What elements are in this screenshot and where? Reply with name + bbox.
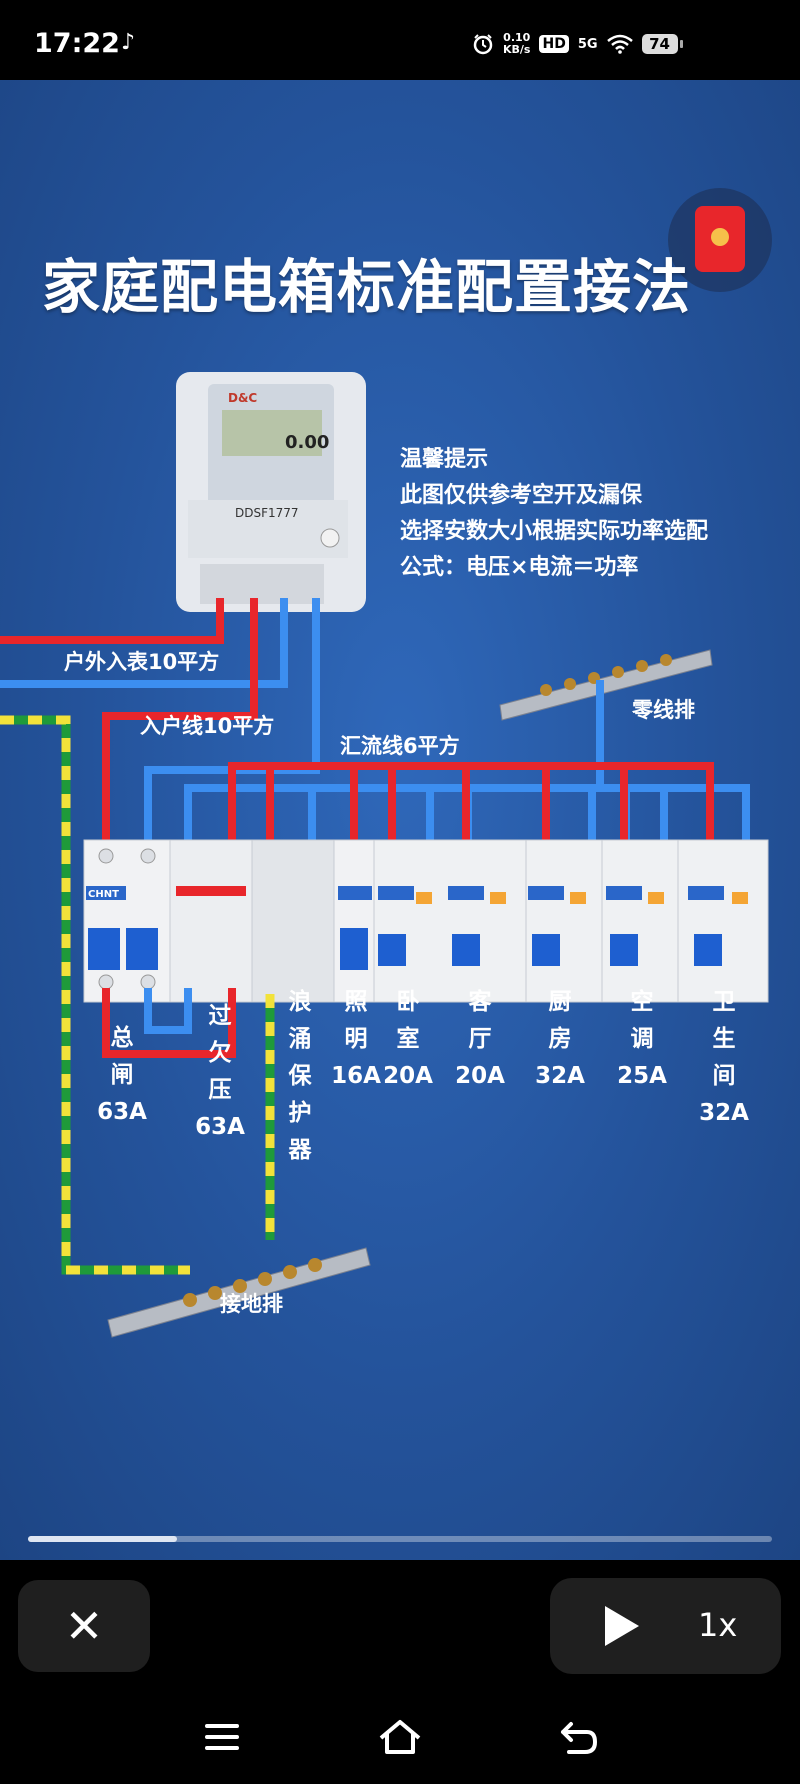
breaker-name: 卧室 [396, 989, 420, 1052]
meter-reading: 0.00 [285, 432, 329, 453]
close-icon: ✕ [64, 1599, 104, 1653]
speed-button[interactable]: 1x [698, 1606, 738, 1644]
tip-line: 公式：电压×电流＝功率 [400, 555, 639, 580]
status-time: 17:22 [34, 28, 120, 59]
tips-block: 温馨提示 此图仅供参考空开及漏保 选择安数大小根据实际功率选配 公式：电压×电流… [400, 442, 708, 586]
wiring-diagram: D&C 0.00 DDSF1777 [0, 372, 769, 1338]
red-envelope-icon[interactable] [668, 188, 772, 292]
breaker-label-living: 客厅 20A [452, 984, 508, 1095]
breaker-label-lighting: 照明 16A [328, 984, 384, 1095]
breaker-label-main: 总闸 63A [94, 1020, 150, 1131]
tip-line: 温馨提示 [400, 447, 489, 472]
breaker-rating: 25A [617, 1063, 667, 1089]
ground-bar [107, 1247, 371, 1338]
breaker-name: 总闸 [110, 1025, 134, 1088]
play-icon[interactable] [605, 1606, 639, 1646]
red-envelope-card [695, 206, 745, 272]
navigation-bar [0, 1690, 800, 1784]
breaker-name: 照明 [344, 989, 368, 1052]
breaker-rating: 63A [97, 1099, 147, 1125]
breaker-rating: 16A [331, 1063, 381, 1089]
breaker-brand-label: CHNT [88, 889, 119, 900]
breaker-name: 客厅 [468, 989, 492, 1052]
home-icon[interactable] [375, 1712, 425, 1762]
neutral-bar-label: 零线排 [632, 698, 695, 722]
tip-line: 选择安数大小根据实际功率选配 [400, 519, 709, 544]
breaker-label-kitchen: 厨房 32A [532, 984, 588, 1095]
ground-bar-label: 接地排 [220, 1292, 283, 1316]
outdoor-meter-label: 户外入表10平方 [64, 650, 220, 674]
breaker-rating: 20A [455, 1063, 505, 1089]
playback-controls: 1x [550, 1578, 781, 1674]
battery-indicator: 74 [641, 34, 683, 54]
breaker-rating: 32A [535, 1063, 585, 1089]
hd-badge: HD [539, 35, 569, 53]
breaker-label-ac: 空调 25A [614, 984, 670, 1095]
breaker-rating: 20A [383, 1063, 433, 1089]
tiktok-icon: ♪ [121, 30, 136, 55]
breaker-name: 浪涌保护器 [288, 989, 312, 1163]
close-button[interactable]: ✕ [18, 1580, 150, 1672]
breaker-name: 卫生间 [712, 989, 736, 1089]
back-icon[interactable] [553, 1712, 603, 1762]
breaker-rating: 32A [699, 1100, 749, 1126]
progress-fill [28, 1536, 177, 1542]
network-badge: 5G [577, 36, 598, 52]
bus-line-label: 汇流线6平方 [340, 734, 460, 758]
video-title: 家庭配电箱标准配置接法 [42, 253, 692, 321]
net-speed-unit: KB/s [503, 43, 531, 56]
breaker-label-bathroom: 卫生间 32A [696, 984, 752, 1132]
menu-icon[interactable] [197, 1712, 247, 1762]
tip-line: 此图仅供参考空开及漏保 [400, 483, 643, 508]
breaker-label-voltage: 过欠压 63A [192, 998, 248, 1146]
breaker-label-bedroom: 卧室 20A [380, 984, 436, 1095]
alarm-icon [473, 34, 493, 55]
breaker-label-surge: 浪涌保护器 [282, 984, 318, 1169]
breaker-name: 过欠压 [208, 1003, 232, 1103]
incoming-line-label: 入户线10平方 [140, 714, 275, 738]
player-controls: ✕ 1x [0, 1560, 800, 1690]
breaker-name: 厨房 [548, 989, 572, 1052]
wifi-icon [606, 34, 633, 54]
meter-model: DDSF1777 [235, 506, 299, 520]
breaker-row: CHNT [83, 839, 769, 1003]
progress-bar[interactable] [28, 1536, 772, 1542]
net-speed-value: 0.10 [503, 31, 531, 44]
video-player[interactable]: D&C 0.00 DDSF1777 [0, 80, 800, 1560]
breaker-name: 空调 [630, 989, 654, 1052]
breaker-rating: 63A [195, 1114, 245, 1140]
meter-brand: D&C [228, 391, 257, 405]
energy-meter: D&C 0.00 DDSF1777 [176, 372, 366, 612]
neutral-bar [499, 649, 713, 721]
